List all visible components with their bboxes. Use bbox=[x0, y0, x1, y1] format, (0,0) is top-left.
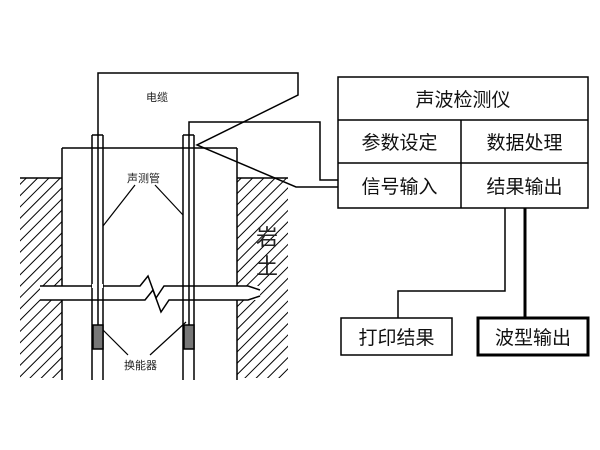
wave-output-label: 波型输出 bbox=[494, 327, 571, 349]
pile-body bbox=[61, 147, 238, 380]
print-result-label: 打印结果 bbox=[358, 327, 435, 349]
transducer-left bbox=[92, 324, 104, 350]
soil-label-bottom: 土 bbox=[256, 255, 279, 280]
soil-right bbox=[237, 177, 288, 378]
cable-label: 电缆 bbox=[146, 89, 168, 105]
label-leaders bbox=[102, 184, 187, 356]
cable-to-signal-input bbox=[97, 72, 340, 188]
signal-input-cell: 信号输入 bbox=[361, 176, 438, 198]
sound-tube-label: 声测管 bbox=[127, 172, 160, 185]
output-connectors bbox=[397, 208, 527, 318]
soil-label-top: 岩 bbox=[256, 226, 279, 251]
tube-cables bbox=[97, 135, 190, 325]
wave-box bbox=[476, 316, 590, 357]
param-setting-cell: 参数设定 bbox=[361, 132, 438, 154]
soil-left bbox=[20, 177, 62, 378]
instrument-title: 声波检测仪 bbox=[415, 89, 511, 111]
pile-break-line bbox=[40, 274, 261, 314]
transducer-label: 换能器 bbox=[124, 359, 157, 372]
transducer-right bbox=[183, 324, 195, 350]
instrument-frame bbox=[337, 76, 589, 209]
result-output-cell: 结果输出 bbox=[486, 176, 563, 198]
print-box bbox=[340, 317, 453, 356]
data-processing-cell: 数据处理 bbox=[486, 132, 563, 154]
